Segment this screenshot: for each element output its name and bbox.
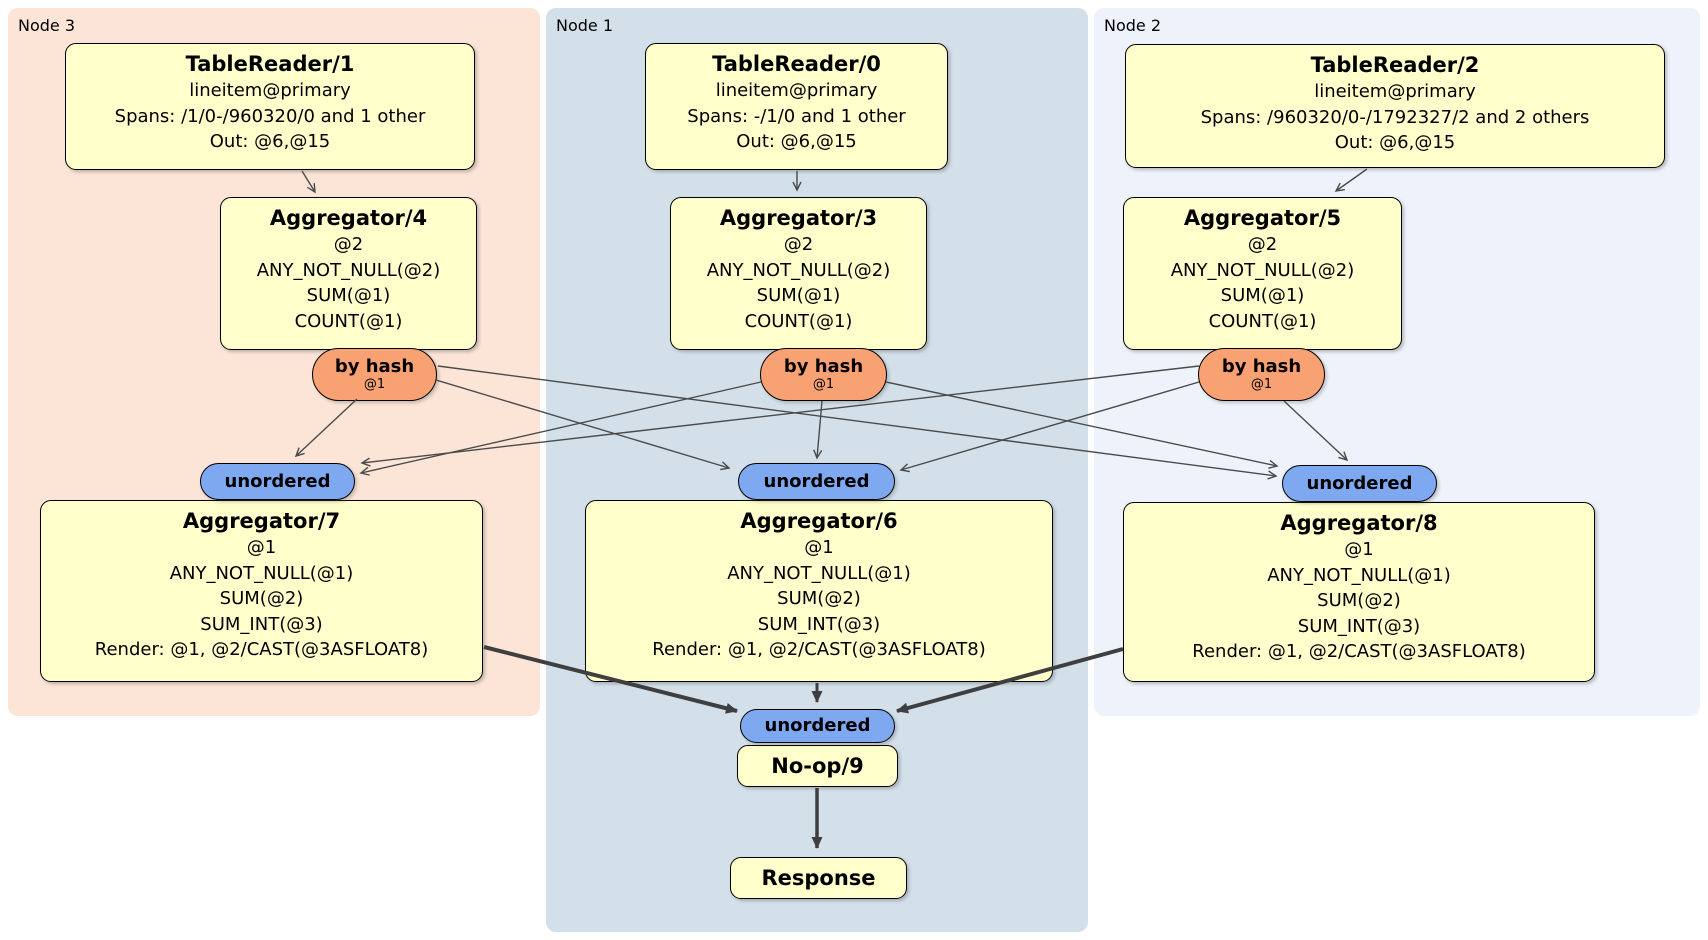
processor-detail: @1 xyxy=(1344,539,1374,560)
processor-detail: @2 xyxy=(1247,234,1278,255)
processor-detail: SUM_INT(@3) xyxy=(1297,615,1421,637)
processor-detail: ANY_NOT_NULL(@1) xyxy=(727,562,911,584)
processor-detail: Out: @6,@15 xyxy=(1334,132,1456,153)
processor-detail: lineitem@primary xyxy=(715,80,878,101)
processor-detail: SUM(@2) xyxy=(219,588,304,609)
processor-detail: SUM(@2) xyxy=(1317,590,1401,611)
processor-tablereader-1: TableReader/1 lineitem@primary Spans: /1… xyxy=(65,43,475,170)
processor-title: TableReader/1 xyxy=(185,52,355,76)
processor-title: Aggregator/3 xyxy=(719,206,878,230)
processor-detail: ANY_NOT_NULL(@2) xyxy=(1170,259,1355,281)
processor-detail: COUNT(@1) xyxy=(744,310,853,332)
processor-detail: SUM(@1) xyxy=(1220,285,1305,306)
router-by-hash-right: by hash @1 xyxy=(1198,348,1325,401)
processor-title: Aggregator/7 xyxy=(182,509,341,533)
region-label-node3: Node 3 xyxy=(18,16,76,35)
processor-detail: Render: @1, @2/CAST(@3ASFLOAT8) xyxy=(94,639,429,660)
router-key: @1 xyxy=(812,377,835,392)
processor-detail: lineitem@primary xyxy=(189,80,351,101)
processor-detail: ANY_NOT_NULL(@2) xyxy=(706,259,891,281)
processor-detail: Spans: /960320/0-/1792327/2 and 2 others xyxy=(1200,106,1590,128)
processor-detail: @2 xyxy=(333,234,364,255)
processor-detail: SUM_INT(@3) xyxy=(757,613,881,635)
processor-detail: COUNT(@1) xyxy=(1208,310,1317,332)
router-label: by hash xyxy=(334,356,415,377)
processor-detail: COUNT(@1) xyxy=(294,310,403,332)
processor-detail: ANY_NOT_NULL(@1) xyxy=(1267,564,1451,586)
stream-label: unordered xyxy=(224,470,331,492)
processor-title: Aggregator/8 xyxy=(1280,511,1438,535)
router-by-hash-center: by hash @1 xyxy=(760,348,887,401)
processor-title: Aggregator/6 xyxy=(740,509,898,533)
processor-aggregator-3: Aggregator/3 @2 ANY_NOT_NULL(@2) SUM(@1)… xyxy=(670,197,927,350)
router-by-hash-left: by hash @1 xyxy=(312,348,437,401)
processor-detail: Render: @1, @2/CAST(@3ASFLOAT8) xyxy=(1192,641,1526,662)
processor-detail: SUM(@2) xyxy=(777,588,861,609)
stream-label: unordered xyxy=(763,470,870,492)
processor-tablereader-0: TableReader/0 lineitem@primary Spans: -/… xyxy=(645,43,948,170)
stream-unordered-left: unordered xyxy=(200,463,355,500)
processor-title: Aggregator/5 xyxy=(1183,206,1342,230)
processor-title: TableReader/2 xyxy=(1310,53,1480,77)
processor-title: TableReader/0 xyxy=(712,52,881,76)
processor-detail: Out: @6,@15 xyxy=(736,131,857,152)
processor-title: Response xyxy=(761,865,876,890)
processor-aggregator-8: Aggregator/8 @1 ANY_NOT_NULL(@1) SUM(@2)… xyxy=(1123,502,1595,682)
processor-aggregator-5: Aggregator/5 @2 ANY_NOT_NULL(@2) SUM(@1)… xyxy=(1123,197,1402,350)
stream-unordered-bottom: unordered xyxy=(740,709,895,743)
router-label: by hash xyxy=(783,356,864,377)
processor-aggregator-7: Aggregator/7 @1 ANY_NOT_NULL(@1) SUM(@2)… xyxy=(40,500,483,682)
stream-label: unordered xyxy=(1306,472,1413,494)
processor-detail: lineitem@primary xyxy=(1314,81,1476,102)
router-key: @1 xyxy=(363,377,386,392)
processor-detail: SUM(@1) xyxy=(756,285,841,306)
processor-detail: ANY_NOT_NULL(@2) xyxy=(256,259,441,281)
processor-title: No-op/9 xyxy=(771,753,864,778)
processor-noop-9: No-op/9 xyxy=(737,745,898,787)
processor-detail: @2 xyxy=(783,234,814,255)
processor-detail: Out: @6,@15 xyxy=(209,131,331,152)
stream-unordered-center: unordered xyxy=(738,463,895,500)
stream-label: unordered xyxy=(764,715,871,736)
processor-detail: @1 xyxy=(246,537,277,558)
region-label-node2: Node 2 xyxy=(1104,16,1162,35)
processor-detail: SUM_INT(@3) xyxy=(200,613,323,635)
processor-aggregator-4: Aggregator/4 @2 ANY_NOT_NULL(@2) SUM(@1)… xyxy=(220,197,477,350)
processor-aggregator-6: Aggregator/6 @1 ANY_NOT_NULL(@1) SUM(@2)… xyxy=(585,500,1053,682)
router-label: by hash xyxy=(1221,356,1302,377)
processor-tablereader-2: TableReader/2 lineitem@primary Spans: /9… xyxy=(1125,44,1665,168)
processor-detail: ANY_NOT_NULL(@1) xyxy=(169,562,354,584)
response-node: Response xyxy=(730,857,907,899)
processor-title: Aggregator/4 xyxy=(269,206,428,230)
router-key: @1 xyxy=(1250,377,1273,392)
processor-detail: Spans: -/1/0 and 1 other xyxy=(687,105,906,127)
stream-unordered-right: unordered xyxy=(1282,465,1437,502)
region-label-node1: Node 1 xyxy=(556,16,614,35)
processor-detail: SUM(@1) xyxy=(306,285,391,306)
processor-detail: @1 xyxy=(804,537,834,558)
processor-detail: Spans: /1/0-/960320/0 and 1 other xyxy=(114,105,426,127)
processor-detail: Render: @1, @2/CAST(@3ASFLOAT8) xyxy=(652,639,986,660)
